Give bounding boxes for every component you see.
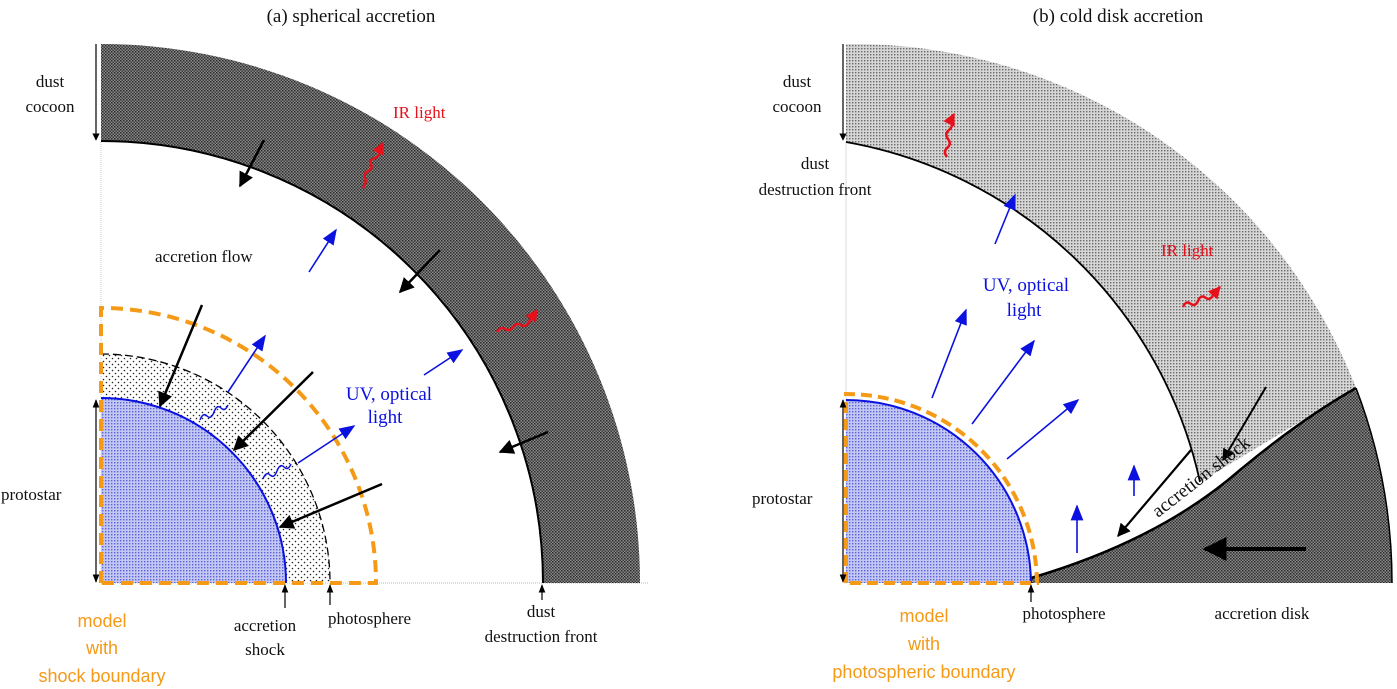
dust-destruction-front-line — [100, 140, 544, 584]
model-label-b2: with — [907, 634, 940, 654]
photosphere-label-a: photosphere — [328, 609, 411, 628]
accretion-shock-b-line — [1030, 386, 1357, 580]
uv-arrow — [227, 334, 266, 393]
dust-cocoon-ring-b — [846, 43, 1356, 482]
ir-light-label-b: IR light — [1161, 241, 1214, 260]
infall-arrow — [238, 139, 266, 188]
accretion-disk — [1031, 388, 1393, 583]
dust-cocoon-label-a: dust — [36, 72, 65, 91]
model-photospheric-boundary — [844, 391, 1040, 585]
dust-destruction-front-b — [845, 141, 1201, 483]
infall-arrow — [278, 482, 383, 529]
ir-photon-icon — [495, 308, 539, 333]
panel-b: (b) cold disk accretion dust cocoon dust… — [752, 6, 1393, 682]
panel-b-title: (b) cold disk accretion — [1033, 6, 1204, 27]
photosphere-label-b: photosphere — [1022, 604, 1105, 623]
uv-arrow — [297, 425, 356, 464]
ir-light-label-a: IR light — [393, 103, 446, 122]
infall-arrow — [1222, 386, 1267, 462]
uv-optical-label-a2: light — [368, 407, 404, 428]
accretion-flow-label: accretion flow — [155, 247, 253, 266]
dust-cocoon-label-b: dust — [783, 72, 812, 91]
accretion-shock-label: accretion — [234, 616, 297, 635]
protostar-label-b: protostar — [752, 489, 813, 508]
uv-photon-icon — [262, 463, 292, 480]
uv-arrow — [931, 308, 967, 399]
infall-arrow — [498, 430, 549, 454]
ir-photon-icon — [1181, 286, 1221, 308]
infall-arrow — [398, 249, 441, 294]
model-shock-boundary — [99, 305, 379, 585]
panel-a-title: (a) spherical accretion — [267, 6, 436, 27]
dust-front-label-a2: destruction front — [485, 627, 598, 646]
uv-arrow — [308, 228, 337, 273]
uv-optical-label-b: UV, optical — [983, 275, 1069, 296]
photosphere-region — [101, 354, 330, 583]
infall-arrow — [158, 304, 204, 408]
model-label-a2: with — [85, 638, 118, 658]
protostar-label-a: protostar — [1, 485, 62, 504]
panel-a: (a) spherical accretion dust cocoon IR l… — [1, 6, 648, 686]
accretion-shock-label-2: shock — [245, 640, 285, 659]
ir-photon-icon — [943, 112, 956, 158]
photosphere-b-line — [845, 399, 1032, 584]
accretion-disk-label: accretion disk — [1215, 604, 1310, 623]
model-label-a3: shock boundary — [38, 666, 165, 686]
dust-front-label-a: dust — [527, 602, 556, 621]
model-label-b3: photospheric boundary — [832, 662, 1015, 682]
uv-arrow — [971, 339, 1035, 425]
infall-arrow — [1117, 449, 1192, 538]
dust-cocoon-label-a2: cocoon — [25, 97, 75, 116]
dust-front-label-b2: destruction front — [759, 180, 872, 199]
dust-front-label-b: dust — [801, 154, 830, 173]
dust-cocoon-label-b2: cocoon — [772, 97, 822, 116]
uv-arrow — [423, 349, 464, 376]
model-label-a: model — [77, 611, 126, 631]
protostar-b — [846, 400, 1031, 583]
accretion-shock-line — [100, 397, 287, 584]
infall-arrow — [232, 371, 314, 452]
uv-optical-label-a: UV, optical — [346, 384, 432, 405]
uv-optical-label-b2: light — [1007, 300, 1043, 321]
uv-arrow — [1006, 398, 1080, 460]
model-label-b: model — [899, 606, 948, 626]
uv-arrow — [994, 193, 1016, 245]
protostar-a — [101, 398, 286, 583]
photosphere-line — [100, 353, 331, 584]
disk-outer-edge — [1355, 387, 1393, 584]
uv-photon-icon — [199, 404, 229, 421]
ir-photon-icon — [361, 141, 385, 189]
